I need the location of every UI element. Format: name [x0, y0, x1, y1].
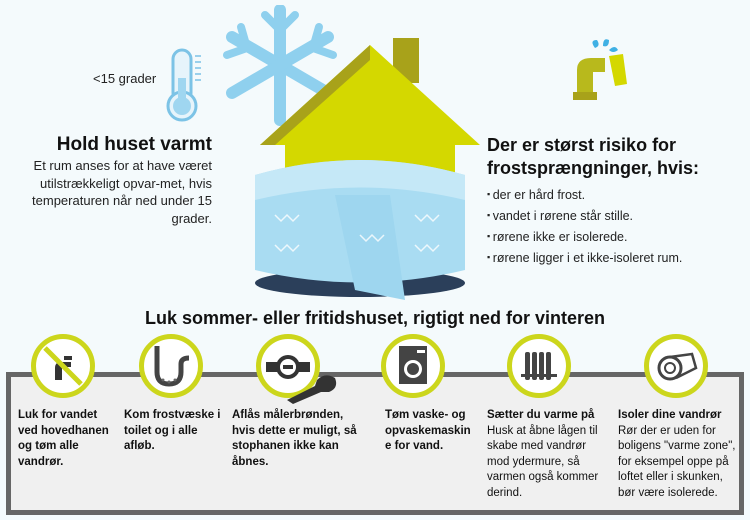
drain-pipe-icon — [139, 334, 203, 398]
risk-bullet: rørene ligger i et ikke-isoleret rum. — [487, 247, 745, 268]
burst-pipe-icon — [573, 39, 627, 100]
key-icon — [287, 375, 337, 404]
thermometer-icon — [166, 48, 201, 122]
main-title: Luk sommer- eller fritidshuset, rigtigt … — [144, 308, 606, 328]
step-2: Kom frostvæske i toilet og i alle afløb. — [124, 408, 224, 455]
risk-title: Der er størst risiko for frostsprængning… — [487, 134, 745, 180]
hold-warm-title: Hold huset varmt — [56, 134, 212, 155]
risk-title-line: Der er størst risiko for — [487, 135, 677, 155]
step-3: Aflås målerbrønden, hvis dette er muligt… — [232, 408, 357, 470]
risk-title-line: frostsprængninger, hvis: — [487, 158, 700, 178]
risk-list: der er hård frost. vandet i rørene står … — [487, 184, 745, 268]
hold-warm-section: Hold huset varmt Et rum anses for at hav… — [7, 133, 212, 227]
step-heading: Luk for vandet ved hovedhanen og tøm all… — [18, 409, 109, 468]
snowflake-icon — [223, 5, 337, 126]
temperature-label: <15 grader — [93, 71, 157, 86]
step-heading: Kom frostvæske i toilet og i alle afløb. — [124, 409, 221, 452]
step-heading: Aflås målerbrønden, hvis dette er muligt… — [232, 409, 357, 468]
risk-section: Der er størst risiko for frostsprængning… — [487, 134, 745, 268]
risk-bullet: der er hård frost. — [487, 184, 745, 205]
step-heading: Tøm vaske- og opvaskemaskine for vand. — [385, 409, 471, 452]
step-4: Tøm vaske- og opvaskemaskine for vand. — [385, 408, 477, 455]
hold-warm-body: Et rum anses for at have været utilstræk… — [32, 158, 212, 226]
step-heading: Sætter du varme på — [487, 409, 595, 421]
step-body: Rør der er uden for boligens "varme zone… — [618, 424, 736, 499]
no-tap-icon — [31, 334, 95, 398]
water-meter-key-icon — [256, 334, 320, 398]
risk-bullet: rørene ikke er isolerede. — [487, 226, 745, 247]
step-body: Husk at åbne lågen til skabe med vandrør… — [487, 424, 599, 499]
steps-panel — [6, 372, 744, 515]
step-5: Sætter du varme på Husk at åbne lågen til… — [487, 408, 607, 501]
risk-bullet: vandet i rørene står stille. — [487, 205, 745, 226]
washing-machine-icon — [381, 334, 445, 398]
house-in-scarf-illustration — [223, 5, 480, 300]
step-heading: Isoler dine vandrør — [618, 409, 722, 421]
radiator-icon — [507, 334, 571, 398]
step-1: Luk for vandet ved hovedhanen og tøm all… — [18, 408, 116, 470]
insulation-roll-icon — [644, 334, 708, 398]
